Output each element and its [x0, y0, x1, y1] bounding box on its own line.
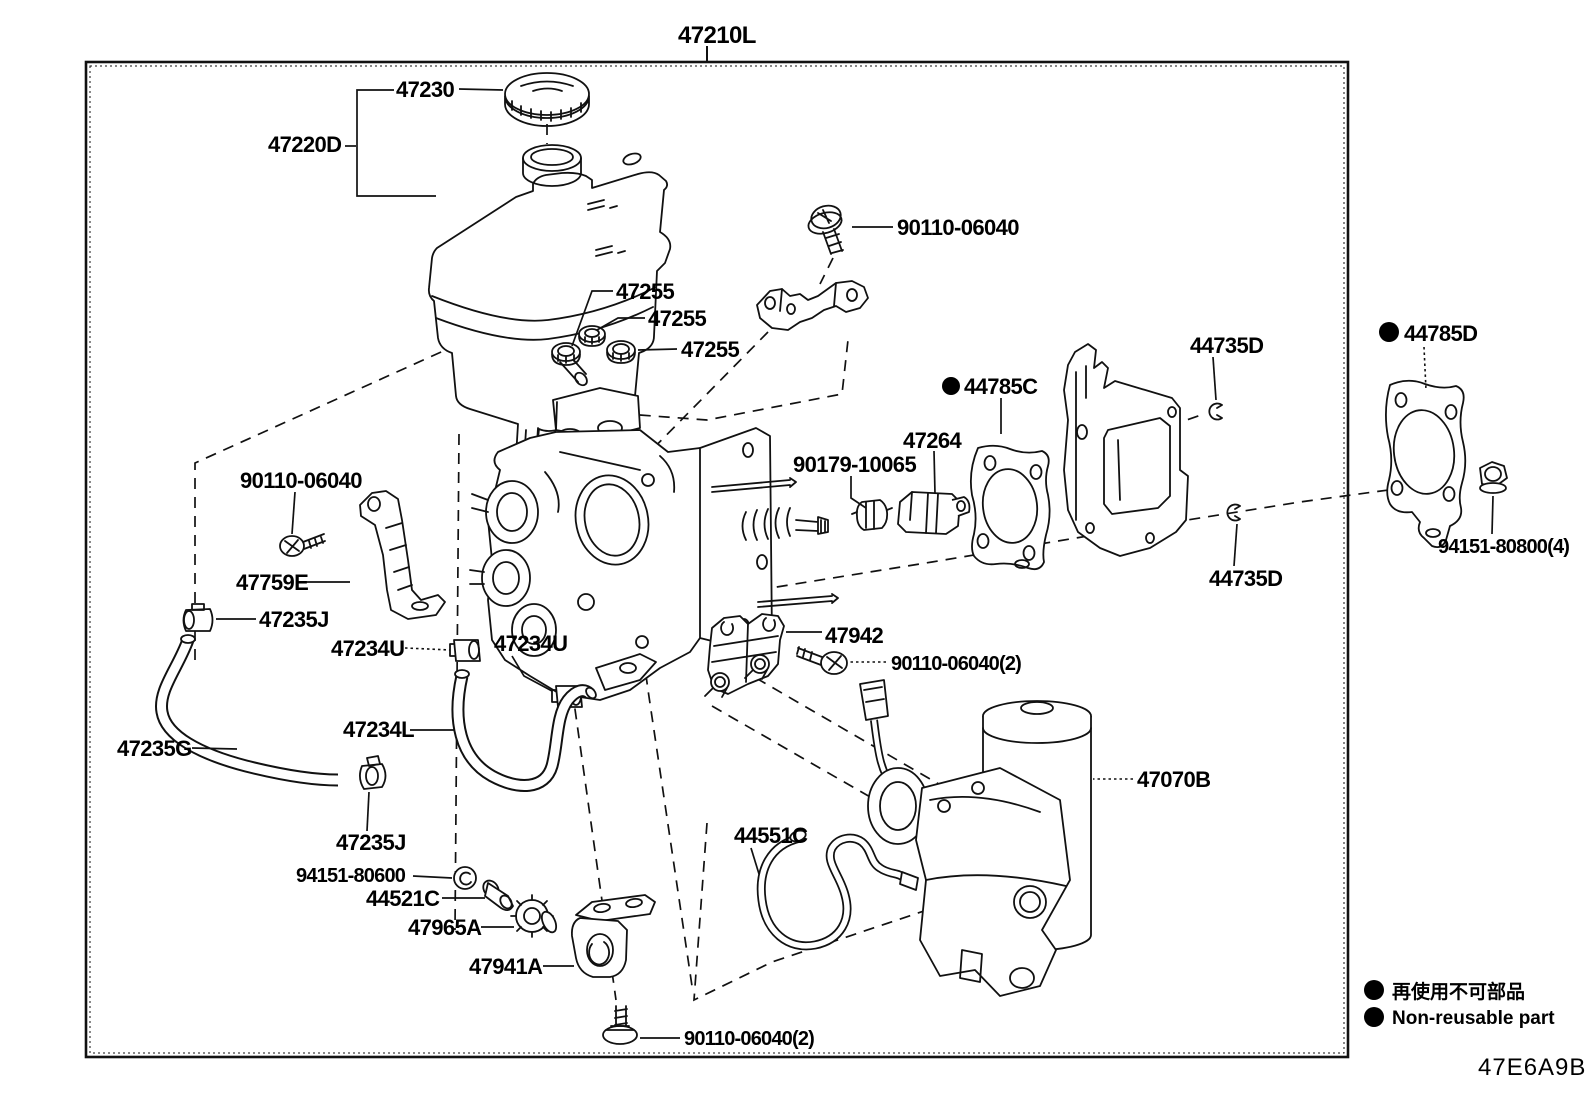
bolt-90110-06040-bottom	[602, 1005, 638, 1045]
label-47264: 47264	[903, 428, 963, 453]
label-90110-06040-2-bottom: 90110-06040(2)	[684, 1028, 814, 1050]
booster-plate	[1063, 343, 1189, 557]
tube-44551C	[756, 829, 919, 951]
screw-94151-80600	[453, 866, 477, 890]
label-44551C: 44551C	[734, 823, 808, 848]
clamp-47235J-upper	[182, 603, 214, 632]
label-47234U-right: 47234U	[494, 631, 567, 656]
label-47255-2: 47255	[648, 306, 707, 331]
non-reusable-dot-44785D	[1379, 322, 1399, 342]
label-94151-80600: 94151-80600	[296, 865, 406, 887]
border-frame	[84, 46, 1350, 1059]
label-90110-06040-2-mid: 90110-06040(2)	[891, 653, 1021, 675]
connector-47965A	[510, 894, 558, 938]
label-90179-10065: 90179-10065	[793, 452, 916, 477]
label-47235J-lower: 47235J	[336, 830, 406, 855]
pump-47070B	[859, 679, 1092, 997]
label-90110-06040-top: 90110-06040	[897, 215, 1019, 240]
non-reusable-dot-44785C	[942, 377, 960, 395]
damper-47264	[897, 491, 971, 535]
diagram-code: 47E6A9B	[1478, 1054, 1586, 1081]
labels: 47210L 47230 47220D 90110-06040 47255 47…	[117, 22, 1570, 1050]
grommet-47255-right	[606, 340, 636, 364]
grommet-47255-left	[551, 342, 581, 366]
label-90110-06040-left: 90110-06040	[240, 468, 362, 493]
legend-text-en: Non-reusable part	[1392, 1008, 1555, 1029]
label-47230: 47230	[396, 77, 455, 102]
leader-lines	[191, 88, 1494, 1039]
bracket-top	[756, 280, 869, 331]
label-47255-3: 47255	[681, 337, 740, 362]
label-47235J-upper: 47235J	[259, 607, 329, 632]
e-ring-44735D-bottom	[1226, 503, 1241, 522]
label-47965A: 47965A	[408, 915, 482, 940]
label-47070B: 47070B	[1137, 767, 1210, 792]
legend-dot-en	[1364, 1007, 1384, 1027]
hose-47234L	[451, 669, 597, 792]
clamp-47235J-lower	[359, 755, 387, 790]
label-44521C: 44521C	[366, 886, 440, 911]
clamp-47234U-left	[449, 639, 481, 662]
bracket-47759E	[359, 490, 446, 620]
label-47234U-left: 47234U	[331, 636, 404, 661]
reservoir-cap	[504, 72, 590, 127]
label-47759E: 47759E	[236, 570, 308, 595]
label-44735D-top: 44735D	[1190, 333, 1263, 358]
bracket-47942	[704, 613, 785, 698]
label-47255-1: 47255	[616, 279, 675, 304]
master-cylinder-booster	[469, 387, 839, 701]
bracket-47941A	[571, 894, 656, 978]
legend-dot-jp	[1364, 980, 1384, 1000]
legend: 再使用不可部品 Non-reusable part 47E6A9B	[1364, 980, 1586, 1081]
hose-47235G	[155, 634, 339, 787]
plug-44521C	[482, 879, 514, 911]
label-47234L: 47234L	[343, 717, 414, 742]
label-47942: 47942	[825, 623, 884, 648]
legend-text-jp: 再使用不可部品	[1392, 980, 1525, 1003]
label-44785C: 44785C	[964, 374, 1038, 399]
bolt-90110-06040-mid	[796, 646, 848, 675]
label-47220D: 47220D	[268, 132, 341, 157]
gasket-44785C	[969, 444, 1051, 571]
label-94151-80800: 94151-80800(4)	[1438, 536, 1569, 558]
label-47941A: 47941A	[469, 954, 543, 979]
gasket-44785D	[1385, 379, 1467, 549]
nut-94151-80800	[1479, 461, 1508, 494]
clamp-90179-10065	[851, 499, 893, 531]
label-44785D: 44785D	[1404, 321, 1477, 346]
label-47235G: 47235G	[117, 736, 192, 761]
label-47210L: 47210L	[678, 22, 756, 49]
e-ring-44735D-top	[1208, 402, 1223, 421]
grommet-47255-middle	[578, 325, 606, 347]
bolt-90110-06040-top	[807, 204, 844, 255]
screw-90110-06040-left	[279, 533, 326, 557]
label-44735D-bottom: 44735D	[1209, 566, 1282, 591]
